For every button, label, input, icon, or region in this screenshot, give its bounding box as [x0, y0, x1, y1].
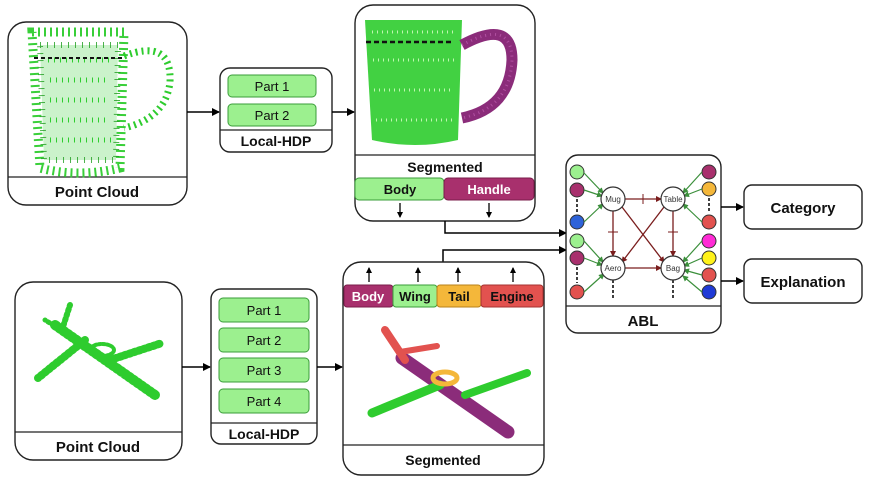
bottom-tag-engine: Engine — [480, 284, 544, 308]
abl-node-aero-label: Aero — [605, 264, 622, 273]
abl-node-bag-label: Bag — [666, 264, 680, 273]
bottom-part-1: Part 1 — [218, 297, 310, 323]
bottom-tag-engine-label: Engine — [490, 289, 533, 304]
mug-segmented-image — [365, 20, 518, 145]
abl-left-inputs — [569, 164, 585, 300]
bottom-local-hdp-label: Local-HDP — [229, 426, 300, 442]
mug-point-cloud-image — [27, 27, 174, 178]
category-label: Category — [770, 200, 836, 217]
bottom-part-4: Part 4 — [218, 388, 310, 414]
bottom-tag-tail: Tail — [436, 284, 482, 308]
bottom-local-hdp-box: Part 1 Part 2 Part 3 Part 4 Local-HDP — [210, 288, 318, 445]
top-tag-handle: Handle — [443, 177, 535, 201]
bottom-tag-tail-label: Tail — [448, 289, 469, 304]
bottom-part-2-label: Part 2 — [247, 333, 282, 348]
top-part-1-label: Part 1 — [255, 79, 290, 94]
arrow-bottom-segmented-to-abl — [442, 246, 567, 262]
abl-relations — [608, 194, 678, 271]
abl-node-table-label: Table — [663, 195, 683, 204]
abl-node-mug-label: Mug — [605, 195, 621, 204]
bottom-tag-body: Body — [343, 284, 394, 308]
top-part-2: Part 2 — [227, 103, 317, 127]
airplane-segmented-image — [367, 326, 531, 439]
abl-node-aero: Aero — [600, 255, 626, 281]
bottom-part-4-label: Part 4 — [247, 394, 282, 409]
bottom-segmented-label: Segmented — [405, 452, 480, 468]
bottom-segmented-box: Body Wing Tail Engine Segmented — [342, 261, 545, 476]
bottom-part-3: Part 3 — [218, 357, 310, 383]
top-tag-handle-label: Handle — [467, 182, 510, 197]
top-segmented-box: Segmented Body Handle — [354, 4, 536, 222]
top-local-hdp-box: Part 1 Part 2 Local-HDP — [219, 67, 333, 153]
top-point-cloud-box: Point Cloud — [7, 21, 188, 206]
category-output-box: Category — [743, 184, 863, 230]
airplane-point-cloud-image — [34, 302, 166, 400]
abl-input-arrows — [583, 171, 703, 293]
abl-node-mug: Mug — [600, 186, 626, 212]
top-local-hdp-label: Local-HDP — [241, 133, 312, 149]
bottom-tag-body-label: Body — [352, 289, 385, 304]
bottom-part-2: Part 2 — [218, 327, 310, 353]
top-segmented-label: Segmented — [407, 159, 482, 175]
abl-label: ABL — [628, 313, 659, 330]
explanation-label: Explanation — [760, 274, 845, 291]
bottom-point-cloud-label: Point Cloud — [56, 439, 140, 456]
bottom-tag-wing-label: Wing — [399, 289, 431, 304]
explanation-output-box: Explanation — [743, 258, 863, 304]
bottom-point-cloud-box: Point Cloud — [14, 281, 183, 461]
bottom-part-3-label: Part 3 — [247, 363, 282, 378]
abl-node-table: Table — [660, 186, 686, 212]
bottom-part-1-label: Part 1 — [247, 303, 282, 318]
bottom-tag-wing: Wing — [392, 284, 438, 308]
top-part-2-label: Part 2 — [255, 108, 290, 123]
top-part-1: Part 1 — [227, 74, 317, 98]
top-tag-body: Body — [354, 177, 445, 201]
abl-box: ABL — [565, 154, 722, 334]
abl-node-bag: Bag — [660, 255, 686, 281]
top-point-cloud-label: Point Cloud — [55, 184, 139, 201]
arrow-top-segmented-to-abl — [444, 221, 567, 237]
top-tag-body-label: Body — [384, 182, 417, 197]
